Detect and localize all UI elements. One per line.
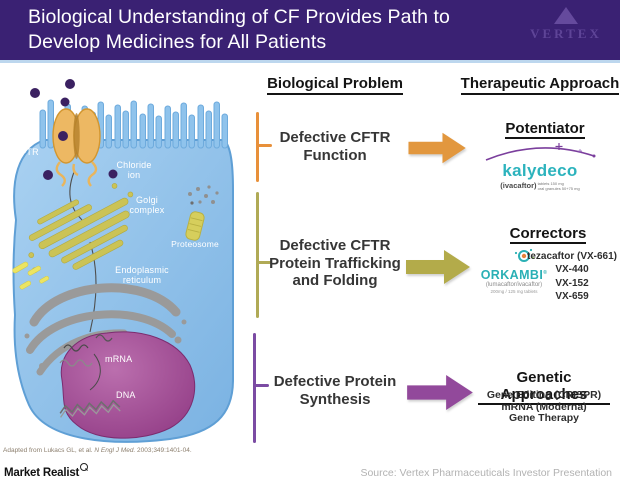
kalydeco-brand-text: kalydeco [502, 161, 578, 180]
slide-title: Biological Understanding of CF Provides … [28, 6, 451, 53]
chloride-ion-dots [30, 79, 118, 180]
bracket-row3-tick [253, 384, 269, 387]
label-mrna: mRNA [105, 354, 133, 364]
arrow-row1-icon [408, 132, 466, 164]
citation-footnote: Adapted from Lukacs GL, et al. N Engl J … [3, 447, 192, 454]
kalydeco-swoosh-icon [485, 143, 596, 161]
kalydeco-generic-text: (ivacaftor) [500, 181, 537, 190]
vertex-triangle-icon [554, 7, 578, 24]
bracket-row1 [256, 112, 259, 182]
mrna-squiggle [59, 334, 113, 391]
problem-defective-cftr-function: Defective CFTR Function [279, 129, 391, 164]
pipeline-item: VX-152 [555, 277, 589, 289]
nucleus-shape [60, 331, 196, 439]
orkambi-swirl-icon [514, 248, 534, 262]
header-band: Biological Understanding of CF Provides … [0, 0, 620, 63]
proteosome-fragments [188, 185, 219, 205]
approach-title-potentiator: Potentiator [505, 120, 585, 139]
column-header-therapeutic-approach: Therapeutic Approach [455, 75, 620, 95]
vertex-logo-text: VERTEX [530, 26, 602, 41]
label-dna: DNA [116, 390, 136, 400]
endoplasmic-reticulum-shape [24, 283, 187, 376]
genetic-item: Gene Therapy [508, 412, 580, 425]
journal-name: N Engl J Med. [94, 447, 136, 454]
trafficking-path [69, 171, 97, 333]
orkambi-brand-text: ORKAMBI® [480, 268, 548, 283]
source-attribution: Source: Vertex Pharmaceuticals Investor … [360, 467, 612, 479]
cftr-channel [52, 108, 101, 187]
chloride-ion-in-channel [58, 131, 68, 141]
bracket-row1-tick [256, 144, 272, 147]
label-chloride-ion: Chloride ion [116, 160, 152, 180]
proteosome-shape [185, 185, 219, 241]
kalydeco-dose-text: tablets 150 mg oral granules 50+75 mg [537, 181, 580, 191]
genetic-item: mRNA (Moderna) [501, 400, 587, 413]
cell-illustration-svg [12, 79, 234, 443]
pipeline-item: VX-659 [555, 291, 589, 303]
golgi-vesicles [12, 261, 50, 290]
pipeline-item: VX-440 [555, 264, 589, 276]
cftr-tails [55, 161, 98, 187]
label-proteosome: Proteosome [171, 239, 219, 249]
genetic-approaches-list: Gene Editing (CRISPR) mRNA (Moderna) Gen… [478, 389, 610, 425]
registered-mark: ® [543, 270, 548, 276]
arrow-row2-icon [406, 250, 470, 284]
bracket-row2 [256, 192, 259, 318]
vertex-logo: VERTEX [528, 7, 604, 42]
dna-helix [59, 399, 121, 418]
market-realist-logo: Market Realist [4, 463, 89, 479]
orkambi-generic-text: (lumacaftor/ivacaftor) [485, 282, 543, 289]
label-golgi-complex: Golgi complex [129, 195, 165, 215]
magnifier-q-icon [80, 463, 89, 471]
bracket-row2-tick [256, 261, 272, 264]
corrector-pipeline-list: tezacaftor (VX-661) VX-440 VX-152 VX-659 [525, 250, 619, 304]
genetic-item: Gene Editing (CRISPR) [486, 389, 602, 401]
orkambi-dose-text: 200mg / 125 mg tablets [490, 289, 538, 295]
pipeline-item: tezacaftor (VX-661) [526, 251, 618, 262]
approach-title-genetic: Genetic Approaches [478, 369, 610, 405]
bracket-row3 [253, 333, 256, 443]
column-header-biological-problem: Biological Problem [255, 75, 415, 95]
cell-diagram: CFTR Chloride ion Golgi complex Proteoso… [2, 70, 235, 448]
approach-title-correctors: Correctors [509, 225, 587, 244]
problem-defective-trafficking: Defective CFTR Protein Trafficking and F… [269, 237, 401, 289]
label-endoplasmic-reticulum: Endoplasmic reticulum [115, 265, 169, 285]
golgi-apparatus [28, 183, 134, 274]
label-cftr: CFTR [14, 147, 39, 157]
orkambi-logo: ORKAMBI® (lumacaftor/ivacaftor) 200mg / … [476, 247, 552, 295]
problem-defective-synthesis: Defective Protein Synthesis [273, 373, 397, 408]
kalydeco-logo: kalydeco (ivacaftor) tablets 150 mg oral… [478, 141, 602, 191]
arrow-row3-icon [407, 375, 473, 410]
